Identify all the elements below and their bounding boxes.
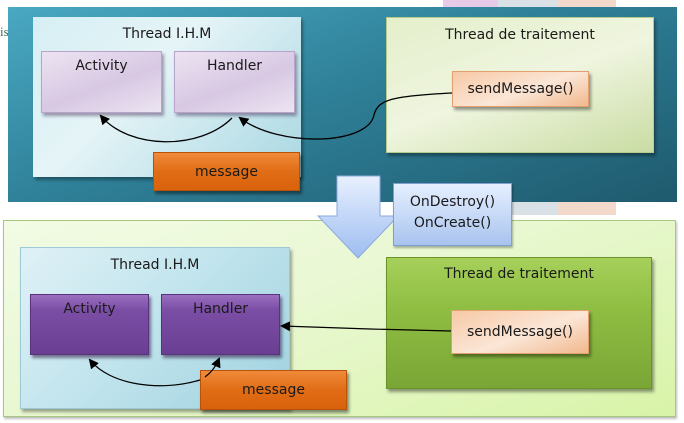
message-label: message	[242, 382, 305, 398]
on-create-label: OnCreate()	[413, 215, 492, 231]
worker-thread-title: Thread de traitement	[445, 27, 595, 43]
send-message-label: sendMessage()	[467, 324, 573, 340]
arrow-message-to-handler-bottom	[204, 357, 221, 378]
send-message-label: sendMessage()	[467, 81, 574, 97]
arrow-send-to-handler-top	[238, 92, 453, 140]
activity-label: Activity	[63, 301, 116, 317]
arrow-message-to-activity-bottom	[88, 358, 201, 387]
handler-box-bottom[interactable]: Handler	[161, 294, 280, 355]
transition-down-arrow-icon	[316, 175, 400, 259]
background-strip-peach	[558, 0, 616, 7]
send-message-box-top[interactable]: sendMessage()	[452, 71, 589, 107]
background-strip-grey-2	[510, 200, 558, 215]
activity-box-bottom[interactable]: Activity	[30, 294, 149, 355]
send-message-box-bottom[interactable]: sendMessage()	[451, 310, 589, 354]
background-strip-grey	[498, 0, 558, 7]
background-strip-pink	[443, 0, 498, 7]
on-destroy-label: OnDestroy()	[409, 194, 496, 210]
message-label: message	[195, 163, 258, 180]
lifecycle-callout: OnDestroy() OnCreate()	[393, 183, 512, 246]
activity-label: Activity	[75, 58, 128, 74]
worker-thread-title: Thread de traitement	[444, 266, 594, 282]
arrow-handler-to-activity-top	[99, 114, 233, 143]
worker-thread-container-top: Thread de traitement	[386, 17, 654, 153]
arrow-send-to-handler-bottom	[280, 321, 452, 332]
message-box-bottom[interactable]: message	[200, 370, 347, 410]
activity-box-top[interactable]: Activity	[41, 51, 162, 113]
background-strip-peach-2	[558, 200, 616, 215]
message-box-top[interactable]: message	[153, 152, 300, 191]
handler-label: Handler	[192, 301, 249, 317]
ui-thread-title: Thread I.H.M	[122, 26, 212, 42]
ui-thread-title: Thread I.H.M	[110, 257, 200, 273]
handler-label: Handler	[206, 58, 263, 74]
handler-box-top[interactable]: Handler	[174, 51, 295, 113]
stray-text: is	[0, 24, 9, 39]
